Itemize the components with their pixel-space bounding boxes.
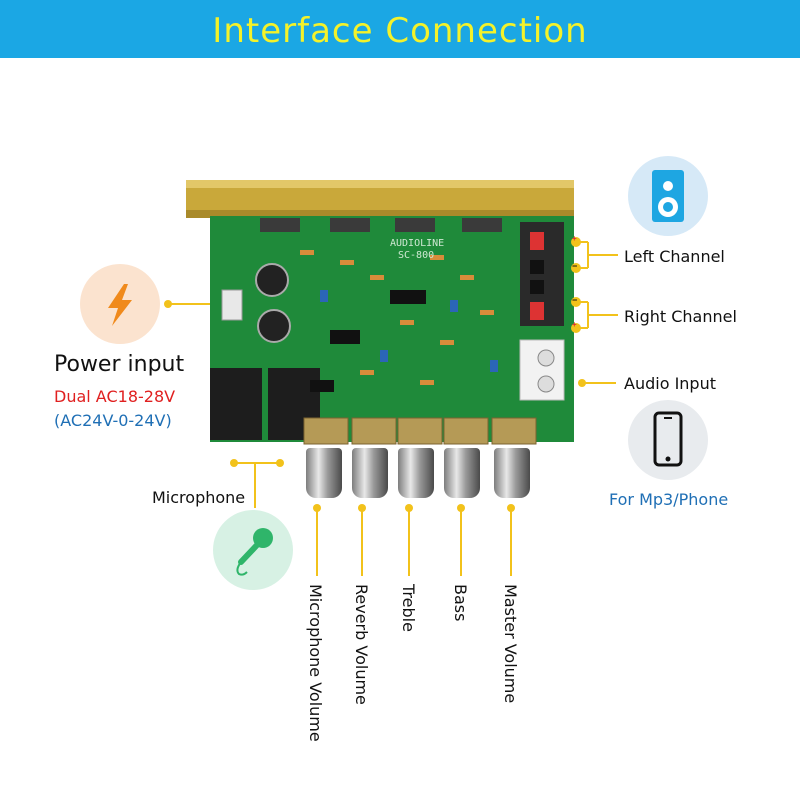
board-model: SC-800 — [398, 250, 435, 261]
knob-treble[interactable] — [398, 448, 434, 498]
knob-label-treble: Treble — [399, 584, 418, 632]
speaker-icon-circle — [628, 156, 708, 236]
knob-dot — [358, 504, 366, 512]
minus-sign: − — [572, 261, 578, 271]
power-icon-circle — [80, 264, 160, 344]
page-title: Interface Connection — [212, 11, 588, 51]
amplifier-board — [186, 180, 574, 445]
phone-icon-circle — [628, 400, 708, 480]
mp3-phone-label: For Mp3/Phone — [609, 490, 729, 509]
knob-dot — [405, 504, 413, 512]
right-channel-label: Right Channel — [624, 307, 737, 326]
knob-dot — [457, 504, 465, 512]
channel-brackets — [571, 237, 618, 333]
microphone-label: Microphone — [152, 488, 246, 507]
knob-label-mic-volume: Microphone Volume — [306, 584, 325, 742]
speaker-icon — [652, 170, 684, 222]
audio-input-label: Audio Input — [624, 374, 716, 393]
knob-dot — [507, 504, 515, 512]
knob-mic-volume[interactable] — [306, 448, 342, 498]
minus-sign: − — [572, 295, 578, 305]
left-channel-label: Left Channel — [624, 247, 725, 266]
power-spec-2: (AC24V-0-24V) — [54, 411, 172, 430]
lightning-icon — [108, 284, 132, 326]
microphone-icon-circle — [213, 510, 293, 590]
header-bar — [0, 0, 800, 58]
power-title: Power input — [54, 352, 185, 377]
knob-label-reverb-volume: Reverb Volume — [352, 584, 371, 705]
plus-sign: + — [572, 320, 577, 329]
knob-reverb-volume[interactable] — [352, 448, 388, 498]
knob-master-volume[interactable] — [494, 448, 530, 498]
knob-label-master-volume: Master Volume — [501, 584, 520, 704]
knob-dot — [313, 504, 321, 512]
microphone-icon — [236, 528, 273, 576]
plus-sign: + — [572, 234, 577, 243]
knob-bass[interactable] — [444, 448, 480, 498]
power-spec-1: Dual AC18-28V — [54, 387, 176, 406]
knob-label-bass: Bass — [451, 584, 470, 622]
smartphone-icon — [653, 411, 683, 467]
board-brand: AUDIOLINE — [390, 238, 445, 249]
